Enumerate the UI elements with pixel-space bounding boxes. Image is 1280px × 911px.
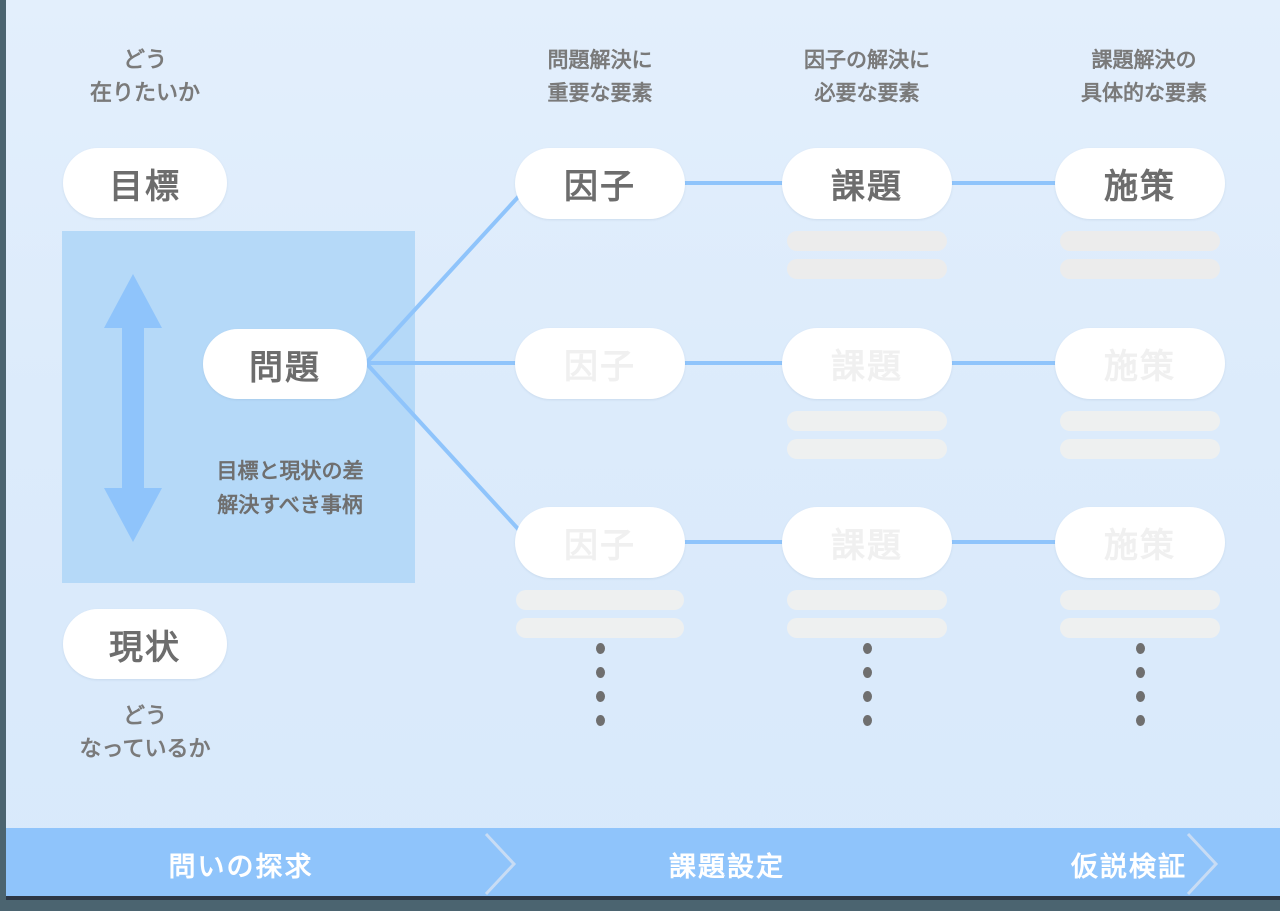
placeholder-bar [516,618,684,638]
placeholder-bar [787,259,947,279]
pill-issue-row2-label: 課題 [831,347,903,387]
dot-icon [596,643,605,654]
pill-goal-label: 目標 [109,166,181,207]
banner-bottom-shadow [6,896,1280,900]
dot-icon [596,715,605,726]
placeholder-bar [1060,439,1220,459]
frame-bottom-edge [0,900,1280,911]
placeholder-bar [1060,231,1220,251]
pill-measure-row3[interactable]: 施策 [1055,507,1225,578]
pill-issue-row3-label: 課題 [831,526,903,566]
pill-factor-row3[interactable]: 因子 [515,507,685,578]
pill-factor-row2[interactable]: 因子 [515,328,685,399]
pill-problem-label: 問題 [249,347,321,388]
gap-double-arrow-icon [104,274,162,542]
left-top-caption: どう 在りたいか [89,48,200,106]
placeholder-bar [1060,618,1220,638]
process-banner: 問いの探求 課題設定 仮説検証 [6,828,1280,900]
dot-icon [863,691,872,702]
placeholder-bar [787,590,947,610]
dot-icon [1136,643,1145,654]
process-step-1-label: 問いの探求 [168,851,314,883]
pill-measure-row1[interactable]: 施策 [1055,148,1225,219]
placeholder-bar [787,618,947,638]
pill-factor-row2-label: 因子 [564,347,636,387]
pill-measure-row1-label: 施策 [1104,167,1176,207]
gap-highlight-box [62,231,415,583]
placeholder-bar [1060,411,1220,431]
dot-icon [596,667,605,678]
pill-issue-row2[interactable]: 課題 [782,328,952,399]
dot-icon [863,667,872,678]
pill-factor-row1-label: 因子 [564,167,636,207]
column-caption-factor: 問題解決に 重要な要素 [547,48,653,105]
pill-problem[interactable]: 問題 [203,329,367,399]
left-bottom-caption: どう なっているか [79,704,211,762]
pill-current[interactable]: 現状 [63,609,227,679]
chevron-right-icon-2 [1186,832,1219,896]
placeholder-bar [516,590,684,610]
dot-icon [1136,691,1145,702]
continuation-dots-factor [596,643,605,726]
dot-icon [1136,715,1145,726]
placeholder-bar [787,439,947,459]
dot-icon [863,643,872,654]
column-caption-measure: 課題解決の 具体的な要素 [1081,48,1207,105]
pill-issue-row1-label: 課題 [831,167,903,207]
column-caption-issue: 因子の解決に 必要な要素 [804,48,930,105]
placeholder-bar [787,231,947,251]
pill-current-label: 現状 [109,627,181,668]
continuation-dots-measure [1136,643,1145,726]
pill-measure-row2[interactable]: 施策 [1055,328,1225,399]
process-step-1[interactable]: 問いの探求 [6,828,476,900]
placeholder-bar [1060,590,1220,610]
process-step-3-label: 仮説検証 [1071,851,1187,883]
pill-measure-row2-label: 施策 [1104,347,1176,387]
dot-icon [596,691,605,702]
pill-factor-row1[interactable]: 因子 [515,148,685,219]
process-step-3[interactable]: 仮説検証 [978,828,1280,900]
gap-caption: 目標と現状の差 解決すべき事柄 [216,459,364,517]
process-step-2[interactable]: 課題設定 [476,828,978,900]
pill-factor-row3-label: 因子 [564,526,636,566]
pill-goal[interactable]: 目標 [63,148,227,218]
dot-icon [1136,667,1145,678]
dot-icon [863,715,872,726]
pill-issue-row1[interactable]: 課題 [782,148,952,219]
pill-issue-row3[interactable]: 課題 [782,507,952,578]
process-step-2-label: 課題設定 [669,851,785,883]
continuation-dots-issue [863,643,872,726]
placeholder-bar [787,411,947,431]
chevron-right-icon-1 [484,832,517,896]
frame-left-edge [0,0,6,911]
pill-measure-row3-label: 施策 [1104,526,1176,566]
placeholder-bar [1060,259,1220,279]
